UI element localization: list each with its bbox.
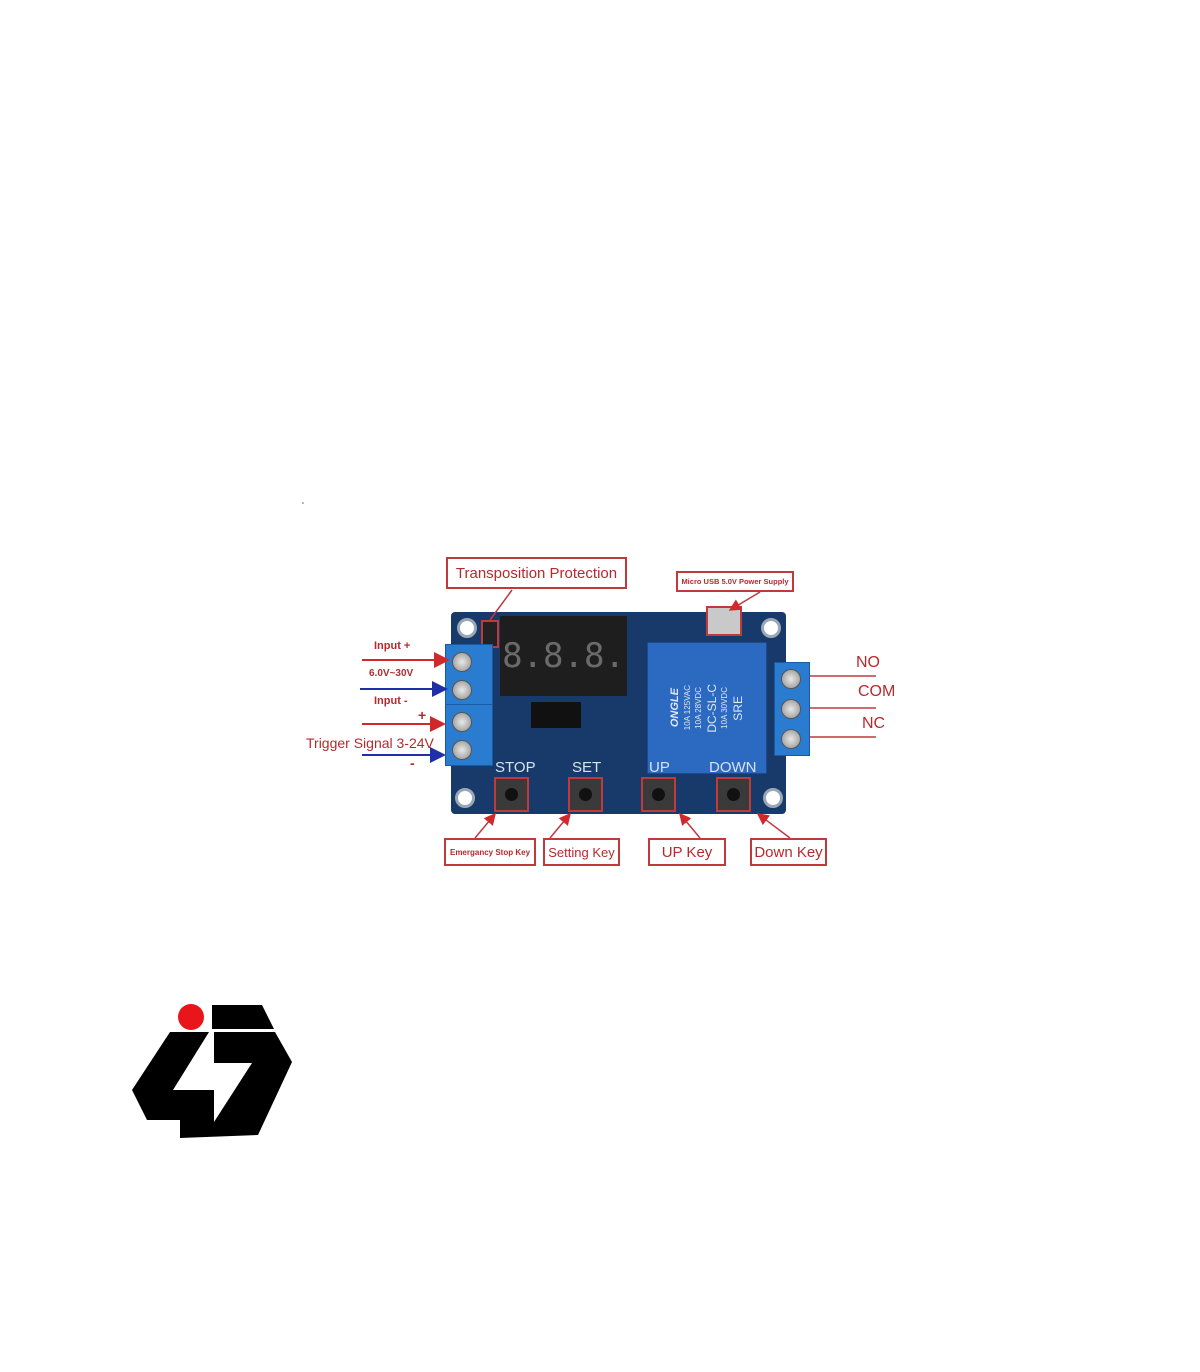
- screw: [452, 652, 472, 672]
- mounting-hole: [455, 788, 475, 808]
- callout-transposition-protection: Transposition Protection: [446, 557, 627, 589]
- seven-segment-display: 8. 8. 8.: [500, 616, 627, 696]
- label-nc: NC: [862, 715, 886, 732]
- callout-emergency-stop-key: Emergancy Stop Key: [444, 838, 536, 866]
- display-digit: 8.: [543, 636, 584, 676]
- callout-up-key: UP Key: [648, 838, 726, 866]
- relay: ONGLE 10A 125VAC 10A 28VDC DC-SL-C 10A 3…: [647, 642, 767, 774]
- silk-stop: STOP: [495, 759, 536, 776]
- silk-down: DOWN: [709, 759, 757, 776]
- display-digit: 8.: [583, 636, 625, 676]
- display-digit: 8.: [502, 636, 544, 676]
- label-trigger-signal: Trigger Signal 3-24V: [306, 735, 434, 751]
- screw: [452, 712, 472, 732]
- ic-chip: [531, 702, 581, 728]
- logo-lightning-cutout: [173, 1032, 252, 1122]
- screw: [452, 740, 472, 760]
- up-button[interactable]: [641, 777, 676, 812]
- silk-set: SET: [572, 759, 602, 776]
- down-button[interactable]: [716, 777, 751, 812]
- logo-top-block: [212, 1005, 274, 1029]
- brand-logo: [132, 1004, 292, 1138]
- mounting-hole: [763, 788, 783, 808]
- trigger-terminal-block: [445, 704, 493, 766]
- callout-down-key: Down Key: [750, 838, 827, 866]
- stop-button[interactable]: [494, 777, 529, 812]
- screw: [452, 680, 472, 700]
- logo-red-dot: [178, 1004, 204, 1030]
- set-button[interactable]: [568, 777, 603, 812]
- label-input-plus: Input +: [374, 640, 411, 652]
- input-terminal-block: [445, 644, 493, 706]
- mounting-hole: [761, 618, 781, 638]
- silk-up: UP: [649, 759, 670, 776]
- screw: [781, 699, 801, 719]
- screw: [781, 669, 801, 689]
- relay-terminal-block: [774, 662, 810, 756]
- relay-module-board: 8. 8. 8. ONGLE 10A 125VAC 10A 28VDC DC-S…: [445, 606, 810, 814]
- label-plus-sign: +: [418, 707, 427, 723]
- label-minus-sign: -: [410, 755, 415, 771]
- label-no: NO: [856, 654, 880, 671]
- usb-port: [706, 606, 742, 636]
- label-voltage-range: 6.0V~30V: [369, 668, 414, 679]
- callout-micro-usb: Micro USB 5.0V Power Supply: [676, 571, 794, 592]
- screw: [781, 729, 801, 749]
- callout-setting-key: Setting Key: [543, 838, 620, 866]
- label-com: COM: [858, 683, 896, 700]
- mounting-hole: [457, 618, 477, 638]
- label-input-minus: Input -: [374, 695, 408, 707]
